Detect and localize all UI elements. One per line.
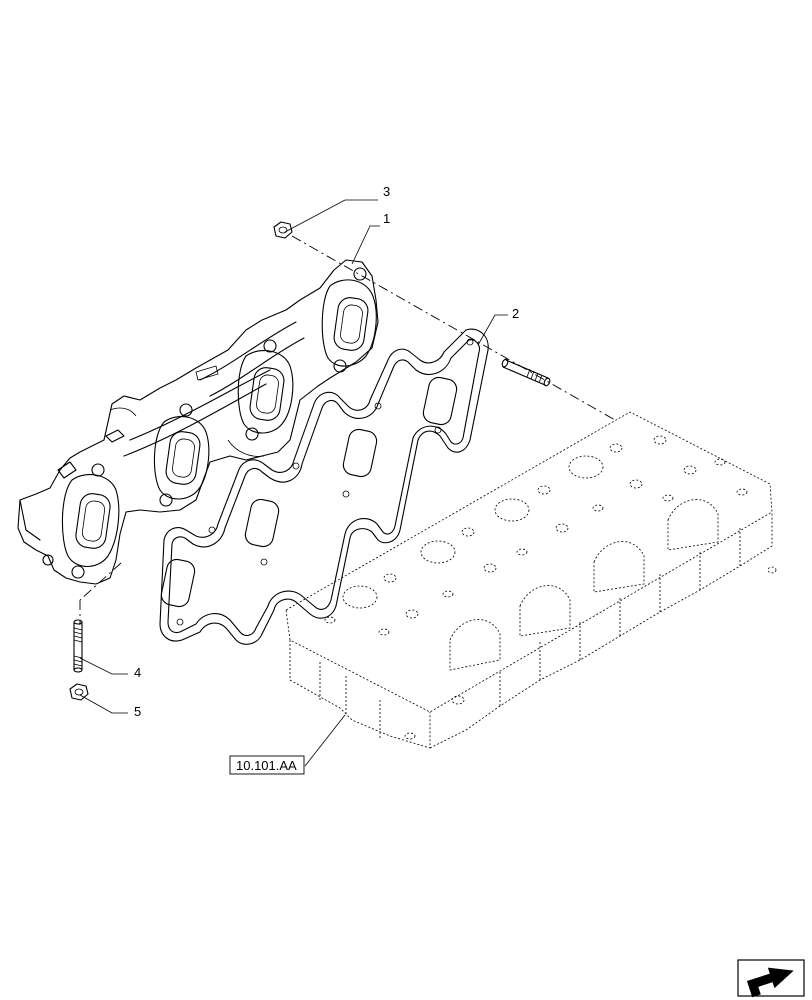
cylinder-head <box>285 411 777 749</box>
nut-part-3 <box>273 221 293 239</box>
callout-5-label: 5 <box>134 704 141 719</box>
reference-label: 10.101.AA <box>236 758 297 773</box>
callout-1-label: 1 <box>383 211 390 226</box>
callout-2: 2 <box>477 306 519 346</box>
exhaust-manifold-part-1 <box>17 259 379 585</box>
next-page-arrow-icon[interactable] <box>737 959 805 998</box>
callout-3: 3 <box>284 184 390 233</box>
callout-2-label: 2 <box>512 306 519 321</box>
stud-cylinder-head <box>501 358 551 387</box>
callout-4: 4 <box>79 657 141 680</box>
callout-3-label: 3 <box>383 184 390 199</box>
reference-callout[interactable]: 10.101.AA <box>229 714 346 775</box>
callout-5: 5 <box>79 694 141 719</box>
callout-1: 1 <box>351 211 390 265</box>
nut-part-5 <box>69 683 89 701</box>
stud-part-4 <box>73 619 83 673</box>
callout-4-label: 4 <box>134 665 141 680</box>
gasket-part-2 <box>159 328 489 645</box>
alignment-line-upper <box>291 235 616 421</box>
